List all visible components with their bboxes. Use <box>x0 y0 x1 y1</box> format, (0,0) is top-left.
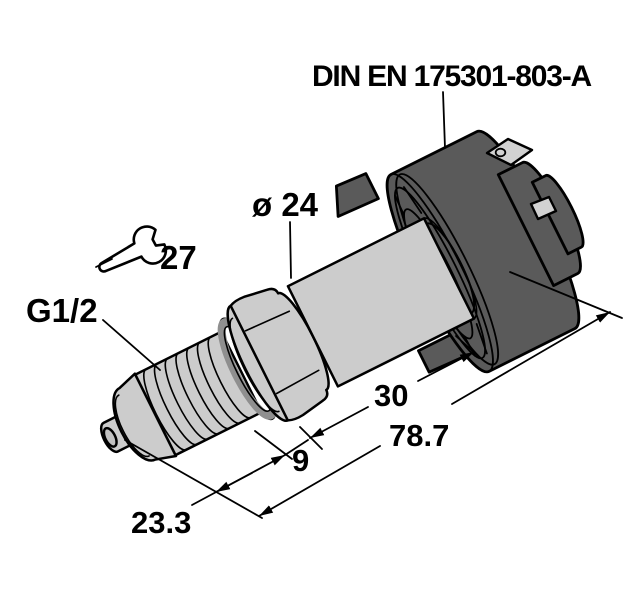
dim-thread-length: 23.3 <box>131 505 191 540</box>
wrench-handle-line <box>95 258 113 268</box>
spade-terminal-top <box>485 137 534 167</box>
connector-end-cap <box>530 173 585 256</box>
extension-line-connector-back <box>509 271 623 319</box>
extension-line-tip <box>124 439 263 519</box>
dim-arrow-total-right <box>451 311 611 405</box>
shroud-rib <box>475 323 488 355</box>
thread-label: G1/2 <box>26 292 98 329</box>
pressure-port-bore <box>102 426 118 448</box>
hex-facet-line <box>275 369 320 395</box>
diameter-leader-line <box>289 221 292 279</box>
standard-leader-line <box>442 91 446 149</box>
sensor-body-cylinder <box>286 217 476 388</box>
dim-arrow-total-left <box>258 445 381 517</box>
thread-ridge-line <box>143 368 188 451</box>
diameter-label: ø 24 <box>252 186 319 223</box>
dim-arrow-body-right <box>417 351 475 382</box>
dim-hex-length: 9 <box>292 443 309 478</box>
thread-ridge-line <box>207 336 252 419</box>
connector-top-lug <box>334 172 380 218</box>
thread-ridge-line <box>175 352 220 435</box>
dim-total-length: 78.7 <box>389 418 449 453</box>
thread-ridge-line <box>153 363 198 446</box>
hex-facet-line <box>244 310 291 332</box>
tip-face-ring-line <box>114 394 150 458</box>
wrench-icon <box>98 225 168 273</box>
dim-arrow-body-left <box>309 406 369 439</box>
dim-line-hex-span <box>284 439 309 456</box>
shroud-rib <box>402 186 423 214</box>
standard-label: DIN EN 175301-803-A <box>312 60 592 93</box>
sensor-body-group <box>99 129 585 462</box>
thread-leader-line <box>102 319 161 371</box>
wrench-size-label: 27 <box>160 239 197 276</box>
dim-arrow-thread-length <box>215 472 253 493</box>
shroud-rib <box>394 194 405 217</box>
thread-ridge-line <box>196 341 241 425</box>
thread-ridge-line <box>164 357 209 441</box>
spade-terminal-right <box>529 195 558 221</box>
terminal-hole <box>494 147 507 158</box>
body-end-curve <box>423 217 478 320</box>
thread-ridge-line <box>185 346 231 430</box>
dim-body-length: 30 <box>374 378 408 413</box>
hex-front-chamfer-line <box>229 317 280 413</box>
sensor-tip-dome <box>112 372 178 462</box>
